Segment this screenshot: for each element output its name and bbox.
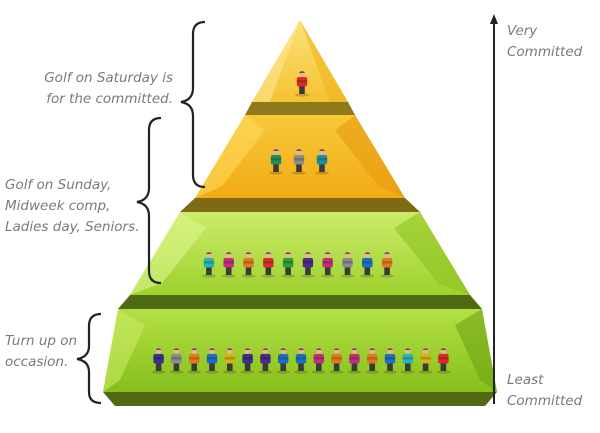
golfer-figure [365, 347, 380, 374]
brace-sunday [136, 116, 162, 285]
brace-occasion [76, 312, 102, 405]
golfer-figure [222, 347, 237, 374]
golfer-figure [383, 347, 397, 374]
pyramid-tier-lower-middle [118, 212, 482, 309]
golfer-figure [400, 347, 415, 374]
golfer-figure [276, 347, 291, 374]
golfer-figure [329, 347, 344, 374]
golfer-figure [151, 347, 166, 374]
golfer-figures [151, 70, 451, 374]
golfer-figure [201, 251, 216, 278]
label-golf-saturday: Golf on Saturday is for the committed. [44, 70, 173, 107]
golfer-figure [360, 251, 375, 278]
golfer-figure [436, 347, 451, 374]
commitment-axis-arrow [490, 14, 498, 404]
golfer-figure [292, 148, 306, 175]
golfer-figure [258, 347, 273, 374]
label-least-committed: Least Committed [507, 372, 583, 409]
golfer-figure [241, 251, 256, 278]
golfer-figure [320, 251, 335, 278]
golfer-figure [295, 70, 309, 97]
golfer-figure [347, 347, 362, 374]
golfer-figure [169, 347, 184, 374]
label-very-committed: Very Committed [507, 23, 583, 60]
label-turn-up: Turn up on occasion. [5, 333, 78, 370]
golfer-figure [380, 251, 395, 278]
golfer-figure [261, 251, 276, 278]
golfer-figure [240, 347, 255, 374]
golfer-figure [205, 347, 219, 374]
golfer-figure [315, 148, 329, 175]
pyramid-tier-top [245, 20, 355, 115]
golfer-figure [294, 347, 308, 374]
golfer-figure [418, 347, 433, 374]
golfer-figure [340, 251, 355, 278]
golfer-figure [269, 148, 283, 175]
label-golf-sunday: Golf on Sunday, Midweek comp, Ladies day… [5, 177, 140, 235]
brace-saturday [180, 20, 206, 189]
golfer-figure [221, 251, 236, 278]
golfer-figure [187, 347, 202, 374]
golfer-figure [311, 347, 326, 374]
golfer-figure [281, 251, 296, 278]
golfer-figure [300, 251, 315, 278]
